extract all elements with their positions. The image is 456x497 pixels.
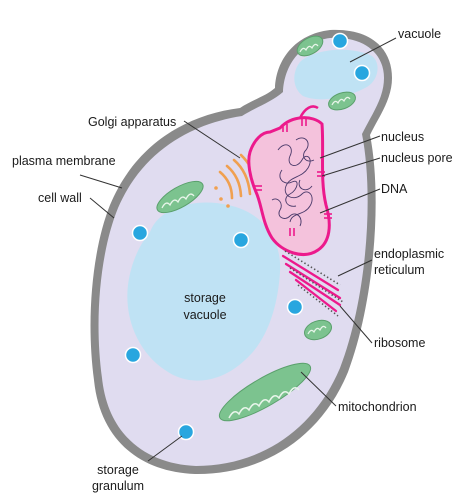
label-storage-vacuole-2: vacuole <box>183 308 226 322</box>
label-plasma-membrane: plasma membrane <box>12 154 116 168</box>
label-storage-granulum-1: storage <box>97 463 139 477</box>
granule <box>126 348 141 363</box>
granule <box>333 34 348 49</box>
label-nucleus: nucleus <box>381 130 424 144</box>
label-nucleus-pore: nucleus pore <box>381 151 453 165</box>
label-cell-wall: cell wall <box>38 191 82 205</box>
label-ribosome: ribosome <box>374 336 425 350</box>
granule <box>288 300 303 315</box>
label-storage-vacuole-1: storage <box>184 291 226 305</box>
label-golgi-apparatus: Golgi apparatus <box>88 115 176 129</box>
granule <box>355 66 370 81</box>
granule <box>133 226 148 241</box>
label-reticulum: reticulum <box>374 263 425 277</box>
label-storage-granulum-2: granulum <box>92 479 144 493</box>
label-dna: DNA <box>381 182 408 196</box>
granule <box>234 233 249 248</box>
label-vacuole: vacuole <box>398 27 441 41</box>
label-mitochondrion: mitochondrion <box>338 400 417 414</box>
label-endoplasmic: endoplasmic <box>374 247 444 261</box>
